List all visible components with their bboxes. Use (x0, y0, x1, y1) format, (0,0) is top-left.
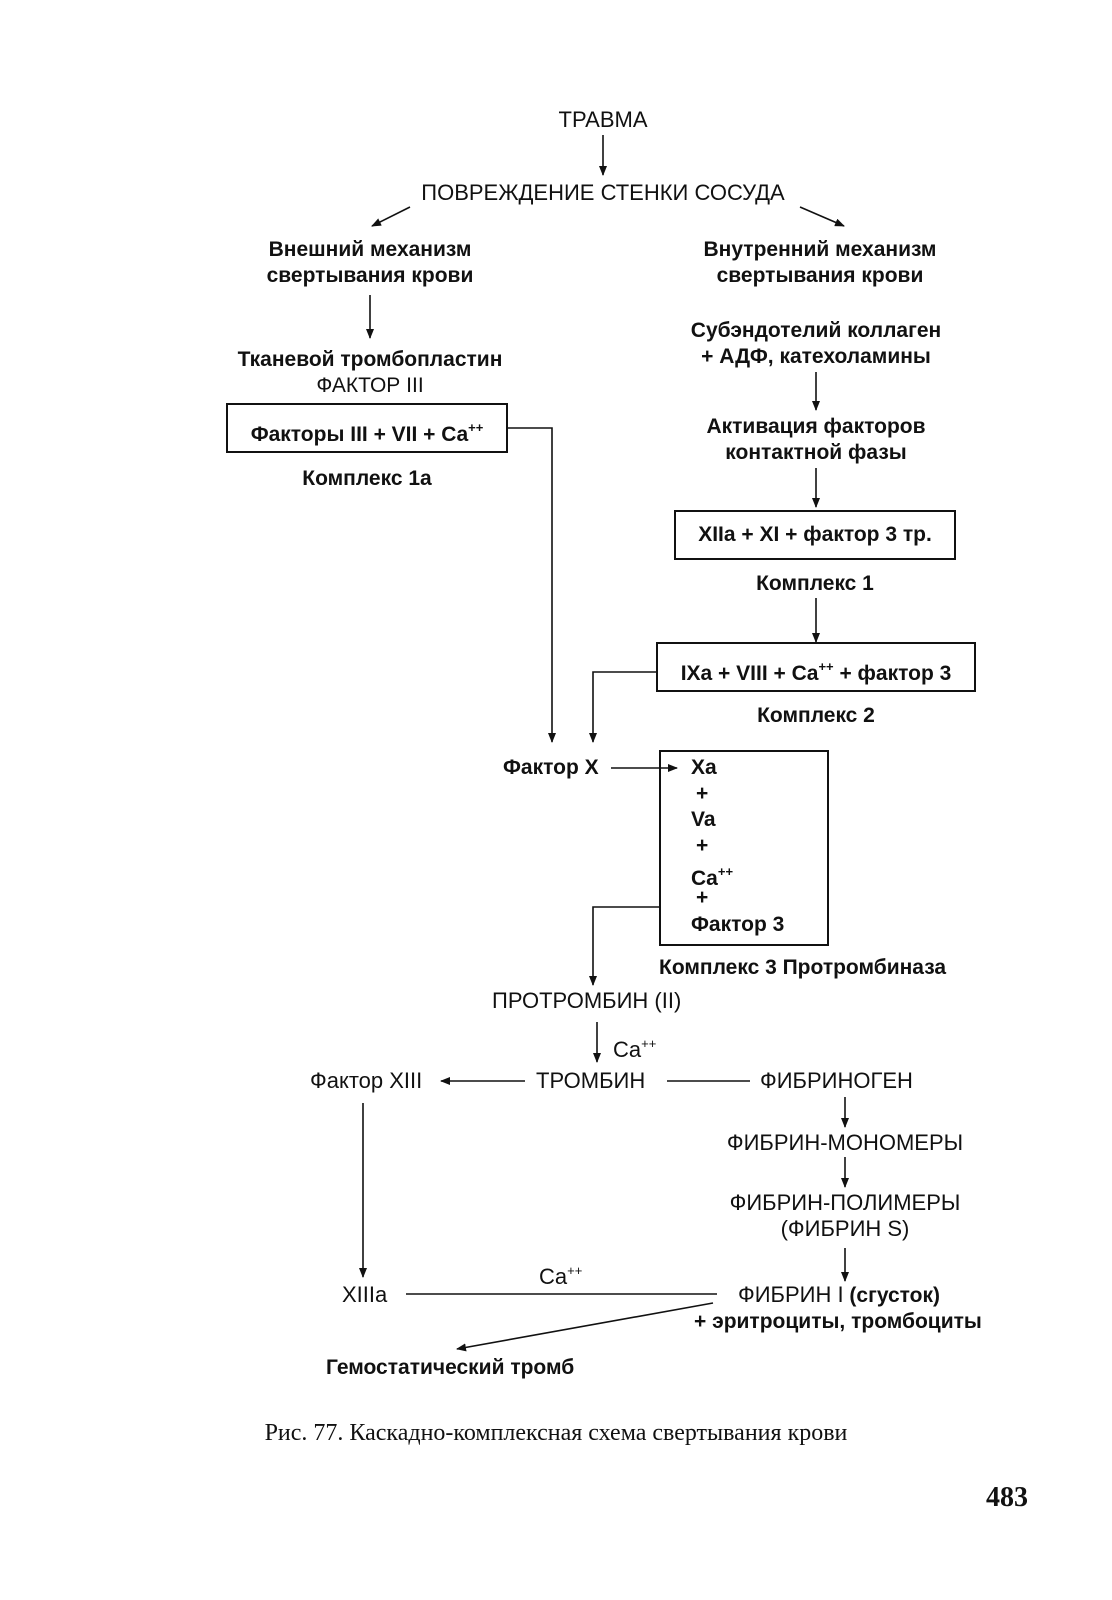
fibrin-polymers-line1: ФИБРИН-ПОЛИМЕРЫ (729, 1190, 961, 1215)
subendothelium-line2: + АДФ, катехоламины (701, 345, 931, 368)
fibrin-polymers-label: ФИБРИН-ПОЛИМЕРЫ (ФИБРИН S) (705, 1190, 985, 1242)
intrinsic-line1: Внутренний механизм (703, 238, 937, 261)
prothrombinase-xa: Xa (691, 756, 717, 779)
extrinsic-line1: Внешний механизм (268, 238, 472, 261)
intrinsic-mechanism-label: Внутренний механизм свертывания крови (660, 237, 980, 289)
tissue-thromboplastin-label: Тканевой тромбопластин ФАКТОР III (200, 347, 540, 399)
prothrombinase-plus-2: + (696, 834, 709, 857)
hemostatic-thrombus-label: Гемостатический тромб (326, 1356, 575, 1379)
ixa-box-text: IXa + VIII + Ca++ + фактор 3 (656, 654, 976, 687)
ixa-box-post: + фактор 3 (833, 662, 952, 685)
prothrombin-label: ПРОТРОМБИН (II) (492, 988, 682, 1013)
factors-box-sup: ++ (468, 420, 484, 435)
ixa-box-sup: ++ (818, 659, 834, 674)
prothrombinase-plus-3: + (696, 886, 709, 909)
vessel-damage-label: ПОВРЕЖДЕНИЕ СТЕНКИ СОСУДА (421, 180, 785, 205)
complex-1a-box-text: Факторы III + VII + Ca++ (226, 415, 508, 448)
factor-x-label: Фактор Х (503, 756, 599, 779)
ixa-box-pre: IXa + VIII + Ca (680, 662, 819, 685)
contact-activation-label: Активация факторов контактной фазы (656, 414, 976, 466)
ca-prothrombin-sup: ++ (641, 1036, 657, 1051)
arrow-fibrin-to-thrombus (456, 1302, 714, 1352)
xiiia-label: XIIIa (342, 1282, 388, 1307)
complex-2-box (656, 642, 976, 692)
complex-3-label: Комплекс 3 Протромбиназа (659, 956, 947, 979)
ca-prothrombin-label: Ca++ (613, 1031, 656, 1063)
contact-activation-line1: Активация факторов (706, 415, 926, 438)
ca-bottom-label: Ca++ (539, 1258, 582, 1290)
extrinsic-line2: свертывания крови (266, 264, 474, 287)
prothrombinase-plus-1: + (696, 782, 709, 805)
prothrombinase-ca-text: Ca (691, 867, 718, 890)
prothrombinase-va: Va (691, 808, 716, 831)
prothrombinase-factor-3: Фактор 3 (691, 913, 785, 936)
fibrin-i-strong: ФИБРИН I (738, 1282, 844, 1307)
fibrin-i-label: ФИБРИН I (сгусток) (738, 1282, 940, 1309)
tissue-thromboplastin-line2: ФАКТОР III (316, 374, 424, 397)
fibrinogen-label: ФИБРИНОГЕН (760, 1068, 913, 1093)
thrombin-label: ТРОМБИН (536, 1068, 646, 1093)
page-number: 483 (986, 1482, 1028, 1513)
fibrin-i-rest: (сгусток) (843, 1284, 941, 1307)
trauma-label: ТРАВМА (558, 107, 648, 132)
prothrombinase-ca: Ca++ (691, 859, 733, 892)
ca-bottom-text: Ca (539, 1264, 568, 1289)
complex-1a-box (226, 403, 508, 453)
prothrombinase-ca-sup: ++ (717, 864, 734, 879)
xiia-box-text: XIIa + XI + фактор 3 тр. (698, 523, 932, 546)
figure-caption: Рис. 77. Каскадно-комплексная схема свер… (264, 1420, 848, 1446)
intrinsic-line2: свертывания крови (716, 264, 924, 287)
subendothelium-label: Субэндотелий коллаген + АДФ, катехоламин… (656, 318, 976, 370)
ca-prothrombin-text: Ca (613, 1037, 642, 1062)
prothrombinase-box (659, 750, 829, 946)
arrow-complex1a-to-factor-x (508, 427, 556, 743)
subendothelium-line1: Субэндотелий коллаген (690, 319, 942, 342)
complex-1a-label: Комплекс 1а (302, 467, 432, 490)
arrow-prothrombinase-to-prothrombin (589, 906, 659, 986)
contact-activation-line2: контактной фазы (725, 441, 907, 464)
factors-box-text: Факторы III + VII + Ca (250, 423, 469, 446)
arrow-complex2-to-factor-x (589, 671, 658, 743)
complex-1-label: Комплекс 1 (756, 572, 874, 595)
erythrocytes-label: + эритроциты, тромбоциты (694, 1310, 982, 1333)
arrow-damage-to-extrinsic (371, 206, 411, 227)
complex-2-label: Комплекс 2 (757, 704, 875, 727)
tissue-thromboplastin-line1: Тканевой тромбопластин (237, 348, 503, 371)
arrow-damage-to-intrinsic (799, 206, 845, 227)
ca-bottom-sup: ++ (567, 1263, 583, 1278)
extrinsic-mechanism-label: Внешний механизм свертывания крови (230, 237, 510, 289)
fibrin-monomers-label: ФИБРИН-МОНОМЕРЫ (726, 1130, 964, 1155)
complex-1-box (674, 510, 956, 560)
fibrin-polymers-line2: (ФИБРИН S) (780, 1216, 910, 1241)
factor-xiii-label: Фактор XIII (310, 1068, 423, 1093)
